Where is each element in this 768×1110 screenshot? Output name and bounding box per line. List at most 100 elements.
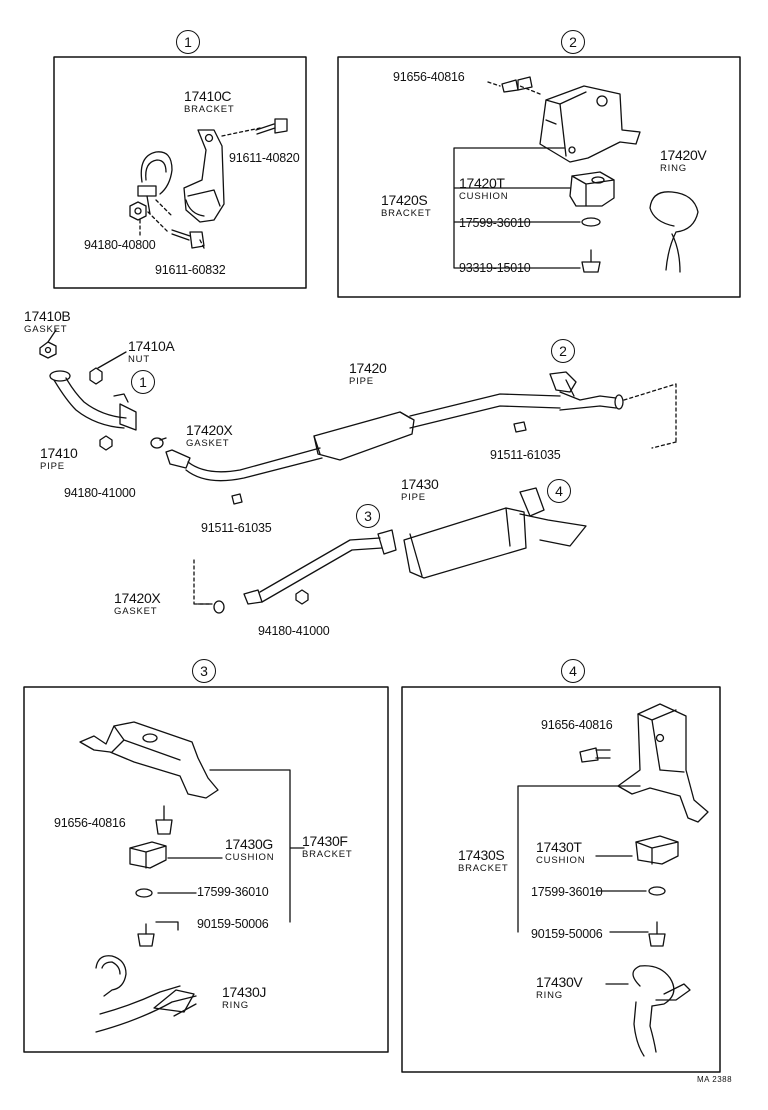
nut-94180-41000-tail-drawing [295, 589, 309, 605]
label-17410a-nut: 17410A NUT [128, 338, 175, 366]
part-number: 17430F [302, 833, 348, 849]
nut-94180-41000-front-drawing [99, 435, 113, 451]
label-17420x-gasket-rear: 17420X GASKET [114, 590, 161, 618]
panel-1-frame [53, 56, 307, 289]
label-17410c-bracket: 17410C BRACKET [184, 89, 235, 116]
ring-17430j-drawing [95, 955, 197, 1033]
label-17599-36010-panel3: 17599-36010 [197, 885, 269, 899]
part-description: CUSHION [536, 855, 586, 866]
panel-1-leader-lines [139, 127, 261, 251]
label-91511-61035-right: 91511-61035 [490, 448, 561, 462]
cushion-17430t-drawing [635, 835, 679, 865]
label-91511-61035-center: 91511-61035 [201, 521, 272, 535]
bolt-91656-40816-panel2-drawing [501, 76, 533, 93]
callout-1-main: 1 [131, 370, 155, 394]
panel-2-leader-lines [453, 147, 581, 269]
bolt-91611-40820-drawing [255, 118, 288, 135]
part-description: GASKET [186, 438, 230, 449]
bolt-91511-61035-center-drawing [231, 493, 243, 505]
panel-2-dashes [487, 81, 541, 95]
part-number: 17430V [536, 974, 583, 990]
label-17430f-bracket: 17430F BRACKET [302, 833, 352, 861]
bolt-91656-40816-panel3-drawing [155, 805, 173, 835]
clamp-drawing [137, 151, 173, 215]
panel-4-frame [401, 686, 721, 1073]
gasket-17410b-drawing [39, 341, 57, 359]
part-number: 17420X [186, 422, 233, 438]
part-number: 17430G [225, 836, 274, 852]
part-description: GASKET [24, 324, 68, 335]
part-description: BRACKET [184, 104, 235, 115]
label-91611-60832: 91611-60832 [155, 263, 226, 277]
label-17420x-gasket-front: 17420X GASKET [186, 422, 233, 450]
label-17430j-ring: 17430J RING [222, 984, 267, 1012]
tail-dashes [193, 559, 211, 605]
part-description: PIPE [349, 376, 374, 387]
ring-17420v-drawing [649, 191, 699, 273]
panel-4-leader-lines [517, 785, 649, 985]
label-90159-50006-panel4: 90159-50006 [531, 927, 603, 941]
center-pipe-17420-drawing [165, 371, 624, 482]
washer-17599-36010-panel4-drawing [648, 886, 666, 896]
label-17410-pipe: 17410 PIPE [40, 446, 78, 473]
nut-94180-40800-drawing [129, 201, 147, 221]
label-91656-40816-panel3: 91656-40816 [54, 816, 126, 830]
part-number: 17420X [114, 590, 161, 606]
callout-4-main: 4 [547, 479, 571, 503]
label-17410b-gasket: 17410B GASKET [24, 309, 71, 336]
part-description: NUT [128, 354, 150, 365]
figure-code: MA 2388 [697, 1075, 733, 1084]
callout-2-main: 2 [551, 339, 575, 363]
label-17420s-bracket: 17420S BRACKET [381, 192, 432, 220]
part-number: 17420S [381, 192, 428, 208]
callout-4-panel: 4 [561, 659, 585, 683]
part-description: BRACKET [381, 208, 432, 219]
label-17599-36010-panel2: 17599-36010 [459, 216, 531, 230]
bolt-91611-60832-drawing [171, 229, 205, 249]
label-17420v-ring: 17420V RING [660, 147, 707, 175]
panel-3-leader-lines [155, 769, 305, 1017]
label-93319-15010: 93319-15010 [459, 261, 531, 275]
bolt-91511-61035-right-drawing [513, 421, 527, 433]
part-number: 17430J [222, 984, 267, 1000]
part-description: PIPE [401, 492, 426, 503]
gasket-17420x-front-drawing [150, 437, 164, 449]
gasket-17420x-rear-drawing [213, 600, 225, 614]
screw-90159-50006-panel4-drawing [648, 921, 666, 947]
label-17430g-cushion: 17430G CUSHION [225, 836, 275, 864]
tail-pipe-17430-drawing [243, 487, 587, 605]
label-94180-40800: 94180-40800 [84, 238, 156, 252]
part-description: RING [222, 1000, 249, 1011]
part-description: BRACKET [458, 863, 509, 874]
ring-17430v-drawing [632, 965, 691, 1057]
part-number: 17410A [128, 338, 175, 354]
center-pipe-dashes [623, 383, 677, 449]
label-90159-50006-panel3: 90159-50006 [197, 917, 269, 931]
part-description: RING [660, 163, 687, 174]
label-17420t-cushion: 17420T CUSHION [459, 176, 509, 203]
washer-17599-36010-panel3-drawing [135, 888, 153, 898]
part-number: 17420V [660, 147, 707, 163]
nut-17410a-drawing [89, 367, 103, 385]
part-number: 17430T [536, 839, 582, 855]
bracket-17420s-drawing [539, 85, 641, 163]
label-17430v-ring: 17430V RING [536, 974, 583, 1002]
label-94180-41000-front: 94180-41000 [64, 486, 136, 500]
part-number: 17430S [458, 847, 505, 863]
panel-2-frame [337, 56, 741, 298]
part-description: CUSHION [459, 191, 509, 202]
label-91611-40820: 91611-40820 [229, 151, 300, 165]
part-description: CUSHION [225, 852, 275, 863]
callout-3-panel: 3 [192, 659, 216, 683]
washer-17599-36010-drawing [581, 217, 601, 227]
label-17430s-bracket: 17430S BRACKET [458, 847, 509, 875]
front-pipe-17410-drawing [49, 370, 137, 431]
part-number: 17420 [349, 360, 387, 376]
cushion-17430g-drawing [129, 841, 167, 869]
label-17430t-cushion: 17430T CUSHION [536, 839, 586, 867]
part-description: RING [536, 990, 563, 1001]
panel-3-frame [23, 686, 389, 1053]
label-94180-41000-tail: 94180-41000 [258, 624, 330, 638]
part-description: GASKET [114, 606, 158, 617]
